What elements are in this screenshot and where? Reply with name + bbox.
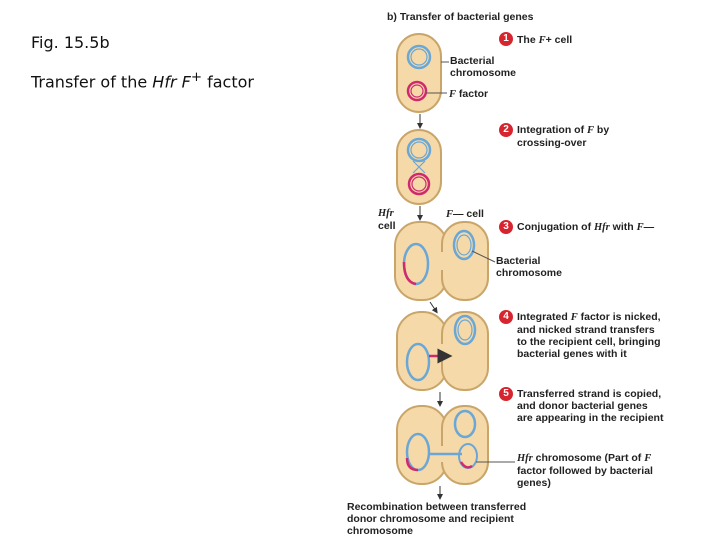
cell-2-integration (396, 129, 442, 205)
arrow-3-4 (429, 301, 438, 314)
label-fminus-cell: F— cell (446, 208, 484, 220)
label-f-factor: F factor (449, 88, 489, 100)
cell-pair-3-conjugation (394, 221, 489, 301)
title-suffix: factor (202, 72, 254, 92)
step-5-badge: 5 (499, 387, 513, 401)
leader-bact-chrom-2 (471, 250, 496, 263)
step-3-badge: 3 (499, 220, 513, 234)
step-3-text: Conjugation of Hfr with F— (517, 221, 655, 233)
label-recombination: Recombination between transferred donor … (347, 501, 527, 537)
figure-title: Transfer of the Hfr F+ factor (31, 70, 254, 91)
figure-number: Fig. 15.5b (31, 33, 110, 52)
diagram-heading: b) Transfer of bacterial genes (387, 11, 534, 23)
step-1-text: The F+ cell (517, 34, 573, 46)
title-sup: + (190, 70, 202, 85)
step-1-badge: 1 (499, 32, 513, 46)
title-f: F (181, 72, 191, 92)
cell-1-fplus (396, 33, 442, 113)
step-5-text: Transferred strand is copied, and donor … (517, 388, 664, 424)
step-4-text: Integrated F factor is nicked, and nicke… (517, 311, 661, 360)
title-prefix: Transfer of the (31, 72, 153, 92)
step-2-text: Integration of F by crossing-over (517, 124, 610, 149)
step-2-badge: 2 (499, 123, 513, 137)
cell-pair-4-transfer (396, 311, 489, 391)
step-4-badge: 4 (499, 310, 513, 324)
title-hfr: Hfr (152, 72, 177, 92)
label-hfr-chromosome: Hfr chromosome (Part of F factor followe… (517, 452, 653, 489)
cell-pair-5-copied (396, 405, 489, 485)
